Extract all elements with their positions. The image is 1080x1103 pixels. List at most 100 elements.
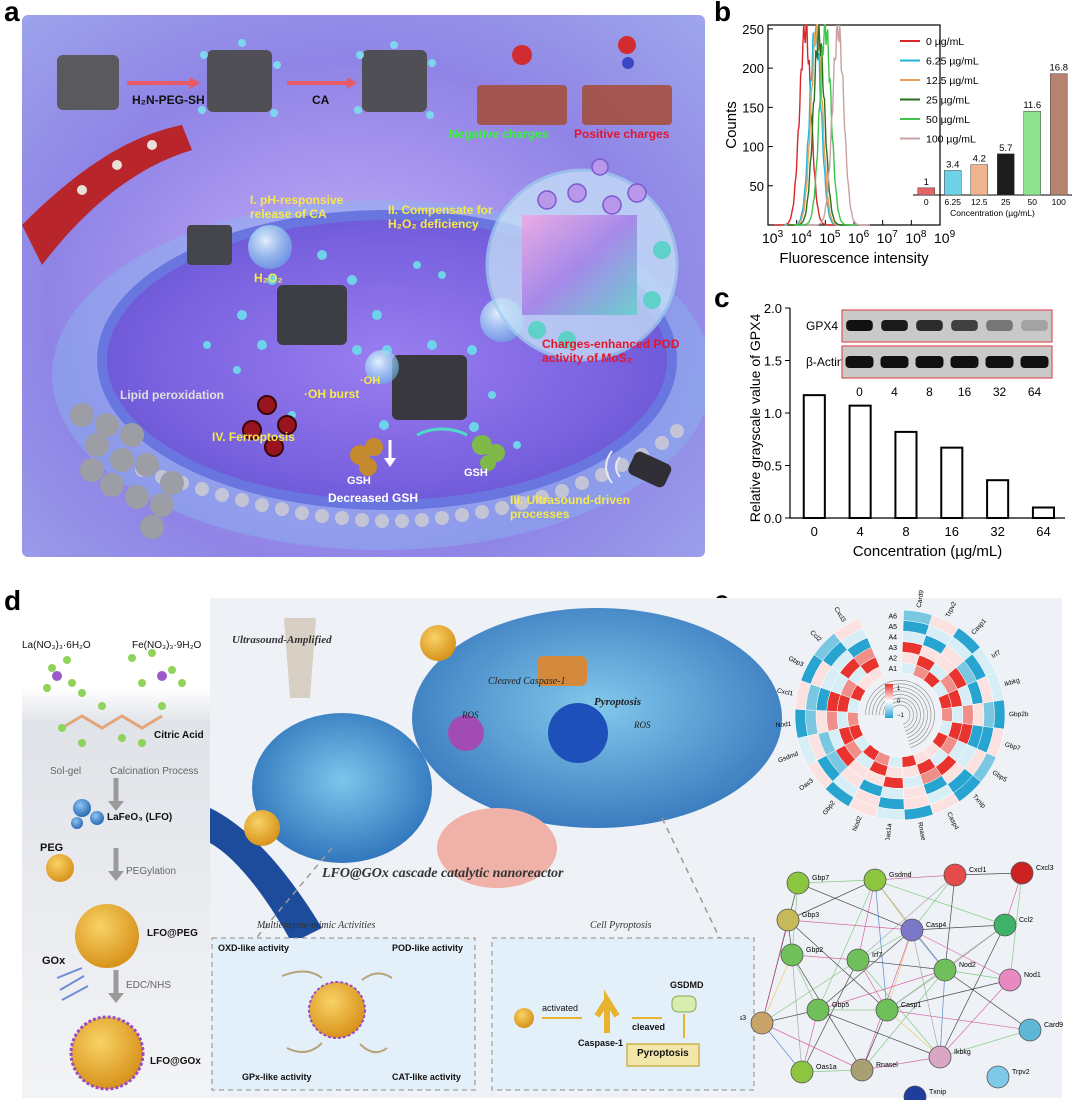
heatmap-gene-label: Nod1 — [776, 721, 792, 729]
peg-label: PEG — [40, 842, 64, 854]
chart-b-inset-value-label: 3.4 — [946, 159, 959, 170]
lfo-ball-2 — [90, 811, 104, 825]
dendrogram-arc — [875, 690, 925, 739]
network-node-label: Gbp2 — [806, 947, 823, 954]
gox-molecule — [56, 967, 89, 1001]
chart-b-series-line — [806, 24, 870, 226]
blot-band-gpx4 — [986, 320, 1013, 331]
network-node-label: Card9 — [1044, 1022, 1063, 1029]
mitochondria — [448, 715, 484, 751]
calcination-label: Calcination Process — [110, 766, 199, 777]
network-edge — [886, 1009, 941, 1058]
chart-b-ytick-label: 100 — [742, 140, 764, 155]
chart-b-legend-label: 100 µg/mL — [926, 134, 976, 146]
gsh-cluster-left — [350, 438, 383, 476]
nanoparticle-center — [392, 355, 467, 420]
ferroptosis-dots — [242, 395, 297, 457]
blot-band-gpx4 — [846, 320, 873, 331]
network-edge — [817, 879, 876, 1011]
heatmap-gene-label: Oas3 — [798, 777, 815, 792]
chart-c-bar — [986, 479, 1010, 519]
chart-b-inset-category: 12.5 — [971, 197, 988, 207]
chart-b-xtick-label: 106 — [848, 229, 870, 246]
dendrogram-arc — [872, 687, 928, 742]
chart-b-inset-xlabel: Concentration (µg/mL) — [950, 208, 1035, 218]
panel-a-schematic: H₂N-PEG-SH CA Negative charges Positive … — [22, 15, 705, 557]
ultrasound-transducer — [628, 451, 672, 488]
heatmap-cell — [962, 704, 974, 726]
chart-c-xtick-label: 16 — [945, 524, 959, 539]
chart-b-inset-bar — [997, 153, 1015, 196]
chart-b-xtick-label: 104 — [791, 229, 813, 246]
pod-label: POD-like activity — [392, 943, 464, 953]
blot-band-actin — [985, 356, 1014, 368]
heatmap-gene-label: Casp1 — [970, 617, 988, 636]
network-edge — [911, 924, 1006, 931]
network-edge — [761, 919, 789, 1024]
network-node-label: Gbp7 — [812, 875, 829, 882]
edc-label: EDC/NHS — [126, 980, 172, 991]
heatmap-cell — [993, 699, 1006, 730]
fe-nitrate-molecule — [128, 649, 186, 687]
network-node — [776, 908, 800, 932]
chart-b-ytick-label: 150 — [742, 100, 764, 115]
cell-pyroptosis-box — [491, 937, 755, 1091]
network-edge — [857, 959, 941, 1058]
blot-band-gpx4 — [881, 320, 908, 331]
network-edge — [944, 874, 956, 971]
chart-c-ytick-label: 1.5 — [764, 354, 782, 369]
decrease-arrow-head — [384, 458, 396, 467]
network-node — [875, 998, 899, 1022]
lfo-ball-3 — [71, 817, 83, 829]
negative-charges-label: Negative charges — [449, 127, 549, 141]
network-node — [780, 943, 804, 967]
network-node-label: Irf7 — [872, 952, 882, 959]
blot-band-actin — [1020, 356, 1049, 368]
h2o2-label: H₂O₂ — [254, 271, 283, 285]
chart-b-ylabel: Counts — [723, 101, 740, 149]
gsh-label-right: GSH — [464, 467, 488, 479]
network-node-label: Casp1 — [901, 1002, 921, 1009]
chart-b-inset-category: 25 — [1001, 197, 1011, 207]
heatmap-cell — [882, 775, 904, 789]
heatmap-cell — [880, 786, 904, 800]
panel-d-illustration — [22, 598, 782, 1098]
blot-strip-gpx4 — [841, 309, 1053, 343]
positive-charges-cube — [537, 158, 647, 215]
mos2-cube-peg — [207, 50, 272, 112]
activated-particle — [514, 1008, 534, 1028]
network-edge — [911, 874, 956, 931]
blot-lane-label: 16 — [958, 385, 972, 399]
blot-band-gpx4 — [916, 320, 943, 331]
network-node — [900, 918, 924, 942]
chart-b-inset-bar — [1050, 73, 1068, 196]
heatmap-cell — [836, 711, 850, 730]
chart-c-xlabel: Concentration (µg/mL) — [853, 543, 1003, 560]
network-edge — [939, 924, 1006, 1058]
network-edge — [817, 969, 946, 1011]
pegylation-label: PEGylation — [126, 866, 177, 877]
pyroptosis-box-label: Pyroptosis — [637, 1048, 689, 1059]
dendrogram-arc — [865, 680, 935, 749]
arrow-step1-head — [190, 77, 200, 89]
network-node-label: Casp4 — [926, 922, 946, 929]
network-node-label: Gbp3 — [802, 912, 819, 919]
heatmap-legend-mid: 0 — [897, 699, 901, 705]
heatmap-row-label: A3 — [888, 645, 897, 652]
heatmap-gene-label: Cxcl3 — [832, 606, 847, 624]
heatmap-gene-label: Gbp2 — [822, 799, 837, 816]
network-edge — [911, 929, 1011, 981]
heatmap-row-label: A1 — [888, 666, 897, 673]
heatmap-gene-label: Gbp7 — [1004, 741, 1022, 752]
chart-b-inset-bar — [944, 170, 962, 196]
caspase1-label: Caspase-1 — [578, 1038, 624, 1048]
lfo-peg-label: LFO@PEG — [147, 928, 198, 939]
heatmap-cell — [885, 765, 904, 779]
lfo-top-particle — [420, 625, 456, 661]
network-node — [846, 948, 870, 972]
chart-c-ylabel: Relative grayscale value of GPX4 — [747, 314, 763, 523]
chart-b-legend-label: 25 µg/mL — [926, 95, 970, 107]
network-node — [850, 1058, 874, 1082]
chart-c-bar — [802, 394, 826, 519]
nanoreactor-label: LFO@GOx cascade catalytic nanoreactor — [322, 866, 564, 881]
